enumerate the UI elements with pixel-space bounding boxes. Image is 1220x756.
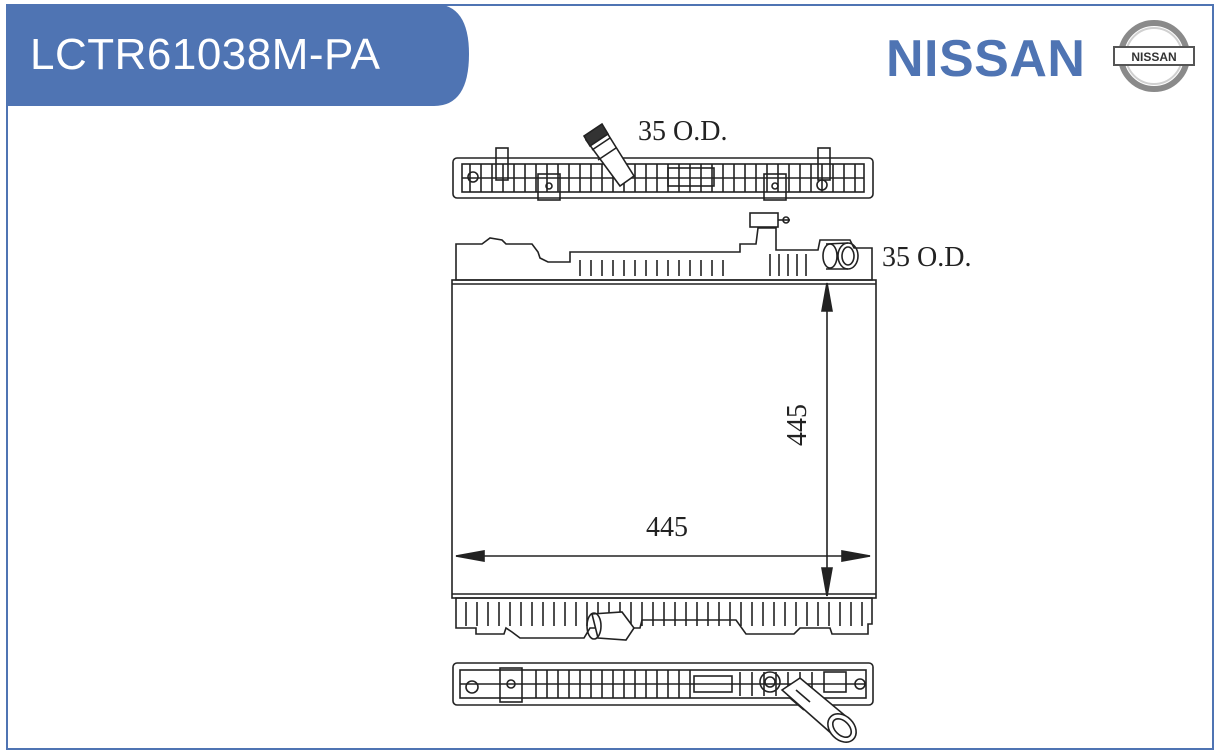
height-dimension-line: [821, 282, 833, 597]
width-dimension: 445: [646, 512, 688, 543]
part-number: LCTR61038M-PA: [30, 30, 381, 79]
brand-name: NISSAN: [886, 30, 1086, 88]
inlet-od-label: 35 O.D.: [638, 116, 727, 147]
upper-tank-front: [455, 212, 873, 281]
outlet-od-label: 35 O.D.: [882, 242, 971, 273]
top-tank-view: [452, 122, 874, 201]
width-dimension-line: [455, 550, 871, 562]
height-dimension: 445: [782, 404, 813, 446]
bottom-tank-view: [452, 662, 874, 743]
title-tab: LCTR61038M-PA: [6, 4, 469, 106]
page-frame: [6, 4, 1214, 750]
title-tab-shape: [6, 4, 469, 106]
badge-text: NISSAN: [1131, 50, 1176, 64]
lower-tank-front: [455, 597, 873, 641]
nissan-badge-icon: NISSAN: [1113, 20, 1195, 92]
